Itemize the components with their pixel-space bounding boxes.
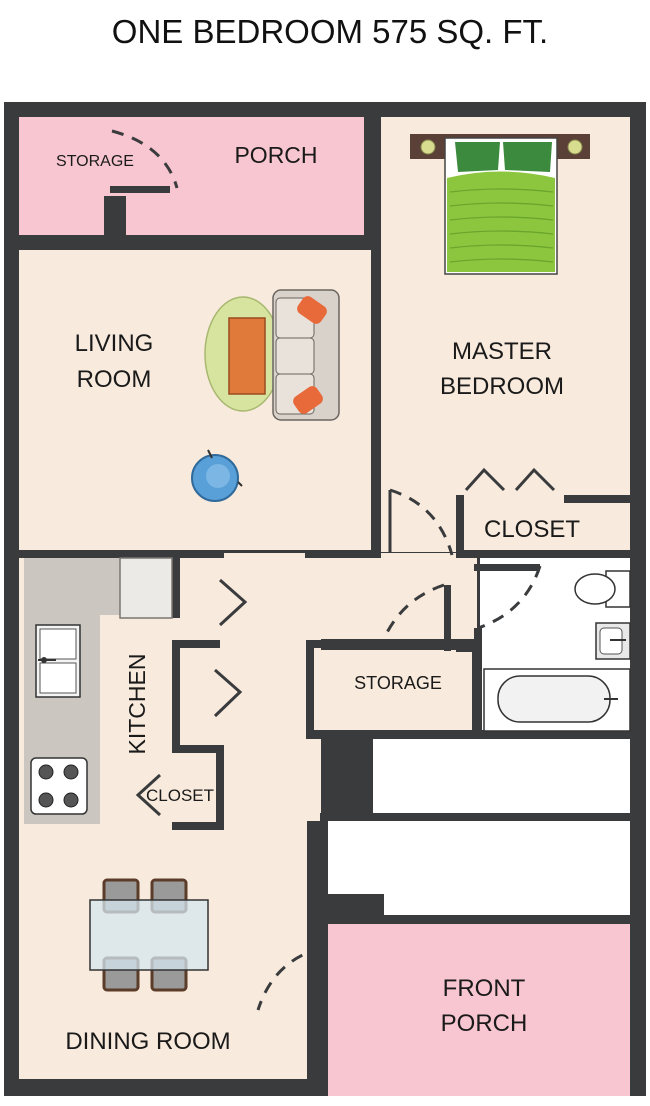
storage-hall-floor bbox=[317, 650, 472, 730]
bifold-door-lower bbox=[213, 668, 243, 718]
bifold-door-upper bbox=[218, 578, 248, 627]
bathtub-icon bbox=[483, 668, 631, 732]
label-master-1: MASTER bbox=[452, 338, 552, 365]
door-swings bbox=[111, 129, 556, 1011]
door-swing-bath bbox=[477, 565, 542, 630]
dining-table-icon bbox=[89, 878, 209, 992]
front-porch-floor bbox=[327, 924, 630, 1096]
label-closet-kitchen: CLOSET bbox=[146, 786, 214, 805]
stove-icon bbox=[30, 757, 88, 815]
closet-bedroom-floor bbox=[463, 503, 630, 550]
label-living-1: LIVING bbox=[75, 330, 154, 357]
bifold-door-kitchen-closet bbox=[135, 773, 162, 817]
bed-icon bbox=[410, 134, 590, 275]
label-kitchen: KITCHEN bbox=[124, 654, 150, 755]
door-swing-storage bbox=[111, 129, 179, 189]
kitchen-appliances bbox=[30, 557, 173, 815]
label-front-porch-1: FRONT bbox=[443, 975, 526, 1002]
label-dining: DINING ROOM bbox=[65, 1028, 230, 1055]
toilet-icon bbox=[574, 570, 631, 608]
coffee-table-icon bbox=[228, 317, 266, 395]
refrigerator-icon bbox=[119, 557, 173, 619]
plan-title: ONE BEDROOM 575 SQ. FT. bbox=[112, 13, 548, 50]
door-swing-bedroom bbox=[389, 488, 454, 556]
label-storage-hall: STORAGE bbox=[354, 673, 442, 693]
bathroom-sink-icon bbox=[595, 622, 631, 660]
bifold-door-right bbox=[514, 467, 556, 492]
label-living-2: ROOM bbox=[77, 366, 152, 393]
label-front-porch-2: PORCH bbox=[441, 1010, 528, 1037]
sink-icon bbox=[35, 624, 81, 698]
door-swing-storage-hall bbox=[378, 583, 445, 649]
label-porch: PORCH bbox=[234, 142, 317, 168]
bifold-door-left bbox=[464, 467, 506, 492]
room-labels: STORAGE PORCH LIVING ROOM MASTER BEDROOM… bbox=[56, 142, 580, 1055]
porch-floor bbox=[19, 117, 364, 235]
bathroom-fixtures bbox=[483, 570, 631, 732]
armchair-icon bbox=[191, 449, 243, 502]
living-room-furniture bbox=[191, 289, 340, 502]
sofa-icon bbox=[272, 289, 340, 421]
label-master-2: BEDROOM bbox=[440, 373, 564, 400]
label-storage-top: STORAGE bbox=[56, 153, 134, 170]
door-swing-front bbox=[256, 946, 323, 1011]
label-closet-bedroom: CLOSET bbox=[484, 516, 580, 543]
service-area-upper bbox=[372, 739, 630, 813]
interior-walls bbox=[19, 102, 630, 1096]
